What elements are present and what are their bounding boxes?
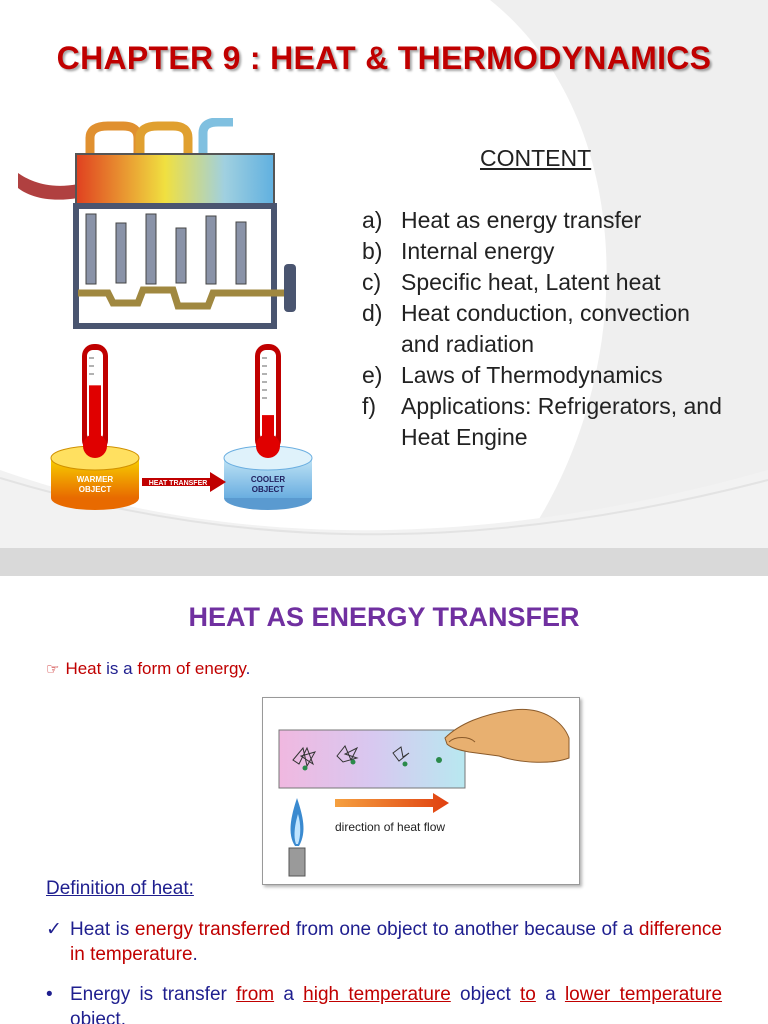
section-title: HEAT AS ENERGY TRANSFER: [188, 602, 580, 632]
warmer-label-2: OBJECT: [79, 485, 112, 494]
bullet-dot-icon: •: [46, 984, 53, 1005]
content-item: e)Laws of Thermodynamics: [362, 362, 663, 388]
heat-transfer-diagram: WARMER OBJECT HEAT TRANSFER COOLER OBJEC…: [50, 344, 313, 510]
heat-definition-bullet: ☞Heat is a form of energy.: [46, 659, 251, 678]
pointing-hand-icon: ☞: [46, 661, 60, 678]
engine-illustration: [18, 118, 296, 329]
content-heading: CONTENT: [480, 145, 592, 171]
figure-caption: direction of heat flow: [335, 820, 446, 834]
content-item: a)Heat as energy transfer: [362, 207, 642, 233]
cooler-label-2: OBJECT: [252, 485, 285, 494]
warmer-label-1: WARMER: [77, 475, 114, 484]
content-item: f)Applications: Refrigerators, and Heat …: [362, 393, 722, 450]
heat-flow-figure: [262, 697, 580, 885]
content-item: c)Specific heat, Latent heat: [362, 269, 661, 295]
slide-1: CHAPTER 9 : HEAT & THERMODYNAMICS: [0, 0, 768, 548]
content-list: a)Heat as energy transfer b)Internal ene…: [362, 205, 731, 453]
definition-label: Definition of heat:: [46, 878, 194, 899]
chapter-title: CHAPTER 9 : HEAT & THERMODYNAMICS: [56, 40, 712, 76]
checkmark-icon: ✓: [46, 919, 62, 940]
cooler-label-1: COOLER: [251, 475, 285, 484]
heat-flow-illustration: [278, 708, 570, 877]
definition-point-2: • Energy is transfer from a high tempera…: [46, 984, 723, 1024]
content-item: d)Heat conduction, convection and radiat…: [362, 300, 690, 357]
transfer-label: HEAT TRANSFER: [149, 480, 208, 487]
definition-point-1: ✓ Heat is energy transferred from one ob…: [46, 919, 722, 965]
slide-2: HEAT AS ENERGY TRANSFER ☞Heat is a form …: [0, 576, 768, 1024]
content-item: b)Internal energy: [362, 238, 555, 264]
